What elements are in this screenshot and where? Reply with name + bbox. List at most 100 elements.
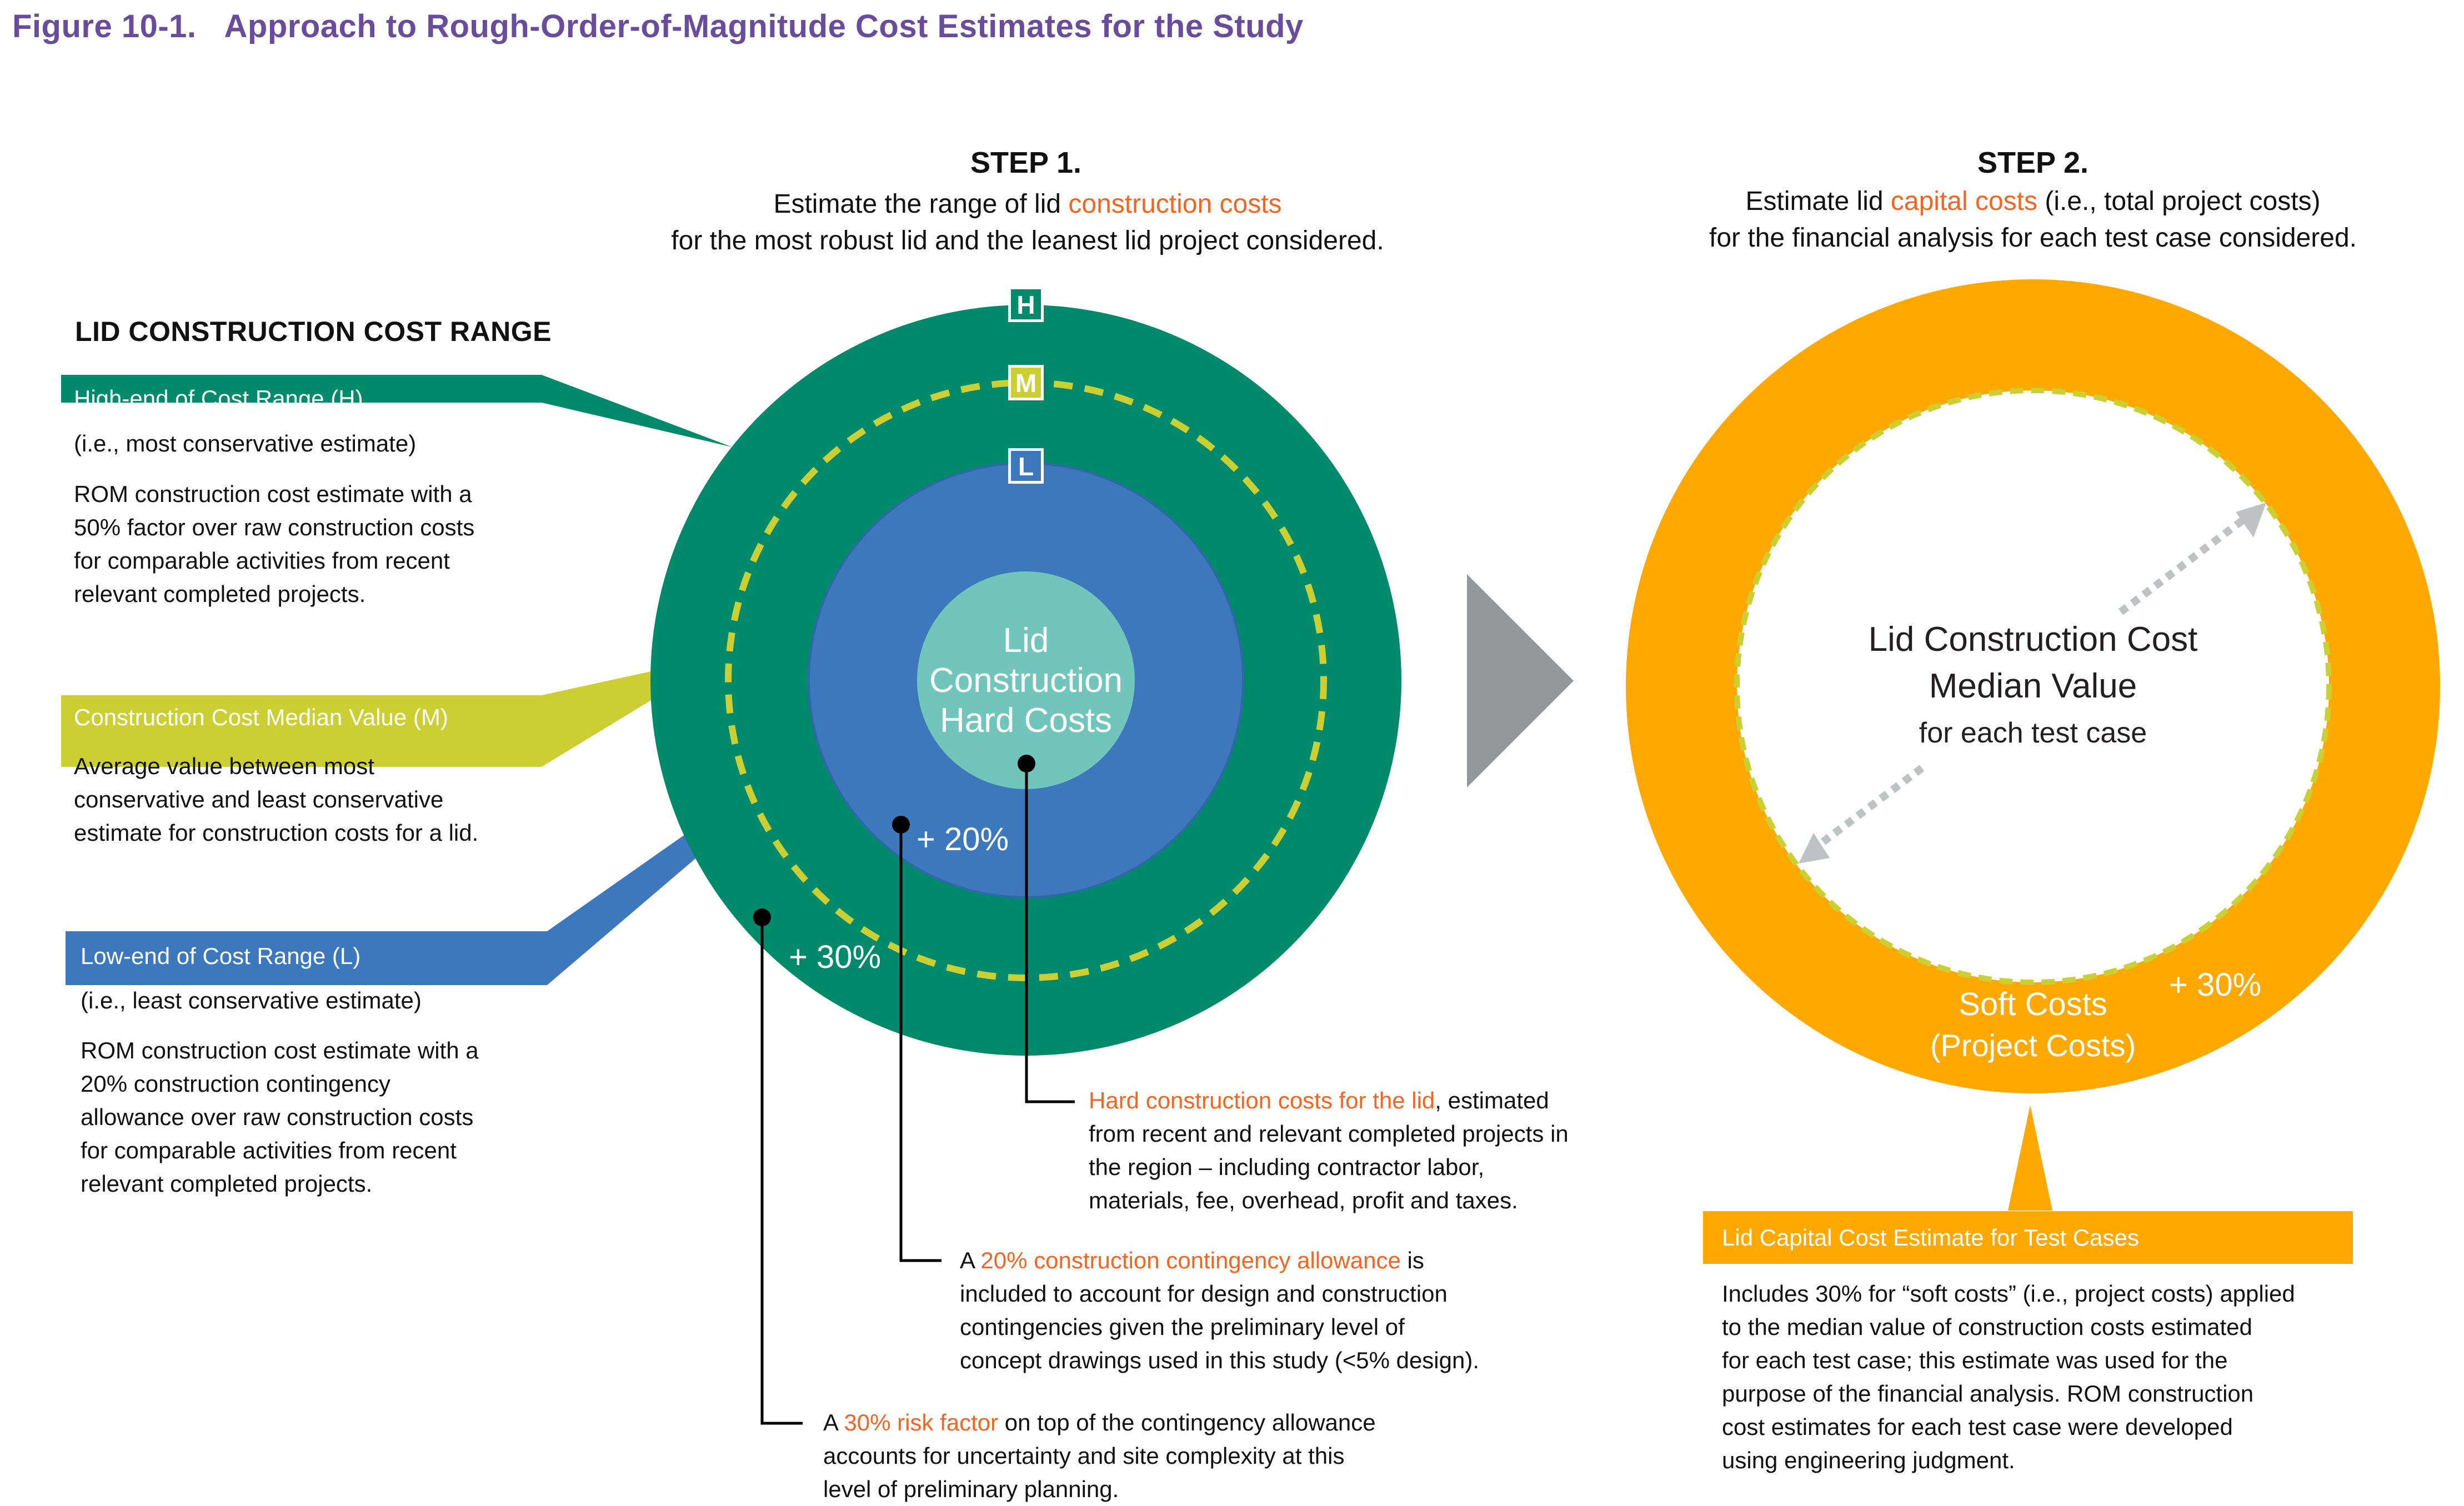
step1-line2: for the most robust lid and the leanest …	[671, 226, 1384, 255]
step1-highlight: construction costs	[1068, 189, 1282, 219]
low-callout-pointer	[66, 744, 817, 985]
hard-ann-line: materials, fee, overhead, profit and tax…	[1089, 1187, 1518, 1213]
contingency-ann-line: contingencies given the preliminary leve…	[960, 1314, 1405, 1340]
step1-line1-text: Estimate the range of lid	[773, 189, 1069, 219]
hard-ann-text: , estimated	[1435, 1087, 1549, 1113]
low-range-label: Low-end of Cost Range (L)	[81, 943, 361, 969]
median-value-subtitle: for each test case	[1919, 717, 2147, 749]
low-desc-line: relevant completed projects.	[81, 1171, 373, 1197]
median-range-description: Average value between most conservative …	[74, 750, 478, 850]
diameter-arrow-lower	[1814, 765, 1925, 850]
low-range-subtitle: (i.e., least conservative estimate)	[81, 987, 422, 1013]
contingency-pct-label: + 20%	[917, 821, 1009, 857]
median-value-title-line: Median Value	[1929, 667, 2137, 705]
median-desc-line: conservative and least conservative	[74, 786, 444, 812]
risk-ann-line: level of preliminary planning.	[823, 1476, 1119, 1502]
risk-ann-suffix: on top of the contingency allowance	[998, 1409, 1376, 1435]
capital-estimate-description: Includes 30% for “soft costs” (i.e., pro…	[1722, 1277, 2295, 1477]
risk-ann-prefix: A	[823, 1409, 844, 1435]
hard-ann-line: from recent and relevant completed proje…	[1089, 1121, 1569, 1147]
step2-line1-text: Estimate lid	[1745, 187, 1891, 216]
risk-pct-label: + 30%	[789, 939, 882, 975]
high-badge: H	[1008, 287, 1044, 322]
risk-leader-dot	[753, 908, 771, 926]
contingency-ann-line: included to account for design and const…	[960, 1281, 1448, 1307]
high-desc-line: ROM construction cost estimate with a	[74, 481, 472, 507]
step2-heading: STEP 2.	[1977, 146, 2089, 179]
hard-ann-line: Hard construction costs for the lid, est…	[1089, 1084, 1569, 1117]
median-desc-line: estimate for construction costs for a li…	[74, 820, 479, 846]
hard-cost-annotation: Hard construction costs for the lid, est…	[1089, 1084, 1569, 1217]
risk-ann-highlight: 30% risk factor	[844, 1409, 999, 1435]
low-range-description: ROM construction cost estimate with a 20…	[81, 1034, 479, 1201]
high-desc-line: 50% factor over raw construction costs	[74, 514, 475, 540]
figure-caption: Approach to Rough-Order-of-Magnitude Cos…	[224, 8, 1304, 44]
capital-estimate-label: Lid Capital Cost Estimate for Test Cases	[1722, 1224, 2139, 1251]
risk-annotation: A 30% risk factor on top of the continge…	[823, 1406, 1376, 1506]
contingency-ann-line: concept drawings used in this study (<5%…	[960, 1347, 1480, 1373]
capital-desc-line: purpose of the financial analysis. ROM c…	[1722, 1380, 2254, 1407]
step2-line1: Estimate lid capital costs (i.e., total …	[1561, 183, 2464, 220]
diameter-arrowhead-lower-icon	[1799, 833, 1830, 864]
hard-cost-leader	[1025, 764, 1075, 1103]
median-value-circle	[1737, 390, 2329, 982]
contingency-ann-highlight: 20% construction contingency allowance	[980, 1247, 1401, 1273]
low-desc-line: allowance over raw construction costs	[81, 1104, 474, 1130]
contingency-ann-suffix: is	[1400, 1247, 1424, 1273]
step2-highlight: capital costs	[1890, 187, 2038, 216]
risk-ann-line: A 30% risk factor on top of the continge…	[823, 1406, 1376, 1439]
contingency-leader-dot	[892, 816, 910, 834]
figure-number: Figure 10-1.	[12, 8, 197, 44]
high-callout-pointer	[61, 375, 732, 447]
next-step-arrow	[1467, 574, 1574, 787]
median-value-dashed-outline	[1734, 388, 2332, 985]
contingency-ann-line: A 20% construction contingency allowance…	[960, 1244, 1479, 1277]
median-value-title-line: Lid Construction Cost	[1868, 620, 2198, 659]
capital-callout-pointer	[2008, 1105, 2052, 1211]
median-range-label: Construction Cost Median Value (M)	[74, 704, 448, 730]
soft-costs-sublabel: (Project Costs)	[1930, 1028, 2136, 1063]
hard-cost-circle	[917, 571, 1135, 789]
median-badge: M	[1008, 365, 1044, 400]
soft-cost-pct-label: + 30%	[2169, 967, 2262, 1003]
capital-desc-line: using engineering judgment.	[1722, 1447, 2015, 1473]
low-desc-line: ROM construction cost estimate with a	[81, 1037, 479, 1063]
hard-costs-line: Hard Costs	[939, 701, 1113, 740]
step2-line1-suffix: (i.e., total project costs)	[2037, 187, 2321, 216]
risk-ann-line: accounts for uncertainty and site comple…	[823, 1443, 1345, 1469]
contingency-annotation: A 20% construction contingency allowance…	[960, 1244, 1479, 1377]
hard-costs-line: Lid	[1003, 621, 1049, 660]
capital-desc-line: for each test case; this estimate was us…	[1722, 1347, 2228, 1373]
high-desc-line: relevant completed projects.	[74, 581, 366, 607]
step2-description: Estimate lid capital costs (i.e., total …	[1561, 183, 2464, 257]
median-desc-line: Average value between most	[74, 753, 374, 779]
step1-description: Estimate the range of lid construction c…	[555, 186, 1500, 259]
diameter-arrow-upper	[2118, 516, 2247, 615]
high-range-subtitle: (i.e., most conservative estimate)	[74, 430, 417, 456]
high-range-description: ROM construction cost estimate with a 50…	[74, 478, 474, 611]
capital-desc-line: to the median value of construction cost…	[1722, 1314, 2252, 1340]
low-desc-line: for comparable activities from recent	[81, 1137, 457, 1163]
contingency-leader	[899, 825, 941, 1262]
range-panel-title: LID CONSTRUCTION COST RANGE	[75, 316, 552, 347]
contingency-ann-prefix: A	[960, 1247, 981, 1273]
figure-title: Figure 10-1. Approach to Rough-Order-of-M…	[12, 8, 1304, 45]
step2-line2: for the financial analysis for each test…	[1709, 223, 2357, 253]
low-desc-line: 20% construction contingency	[81, 1071, 390, 1097]
soft-costs-label: Soft Costs	[1959, 986, 2107, 1022]
step1-line1: Estimate the range of lid construction c…	[555, 186, 1500, 223]
hard-ann-highlight: Hard construction costs for the lid	[1089, 1087, 1435, 1113]
risk-leader	[760, 917, 803, 1425]
capital-desc-line: Includes 30% for “soft costs” (i.e., pro…	[1722, 1281, 2295, 1307]
median-value-title: Lid Construction Cost Median Value	[1811, 616, 2255, 710]
high-range-label: High-end of Cost Range (H)	[74, 385, 363, 411]
capital-label-bar	[1703, 1211, 2353, 1264]
median-callout-pointer	[61, 655, 725, 767]
hard-cost-leader-dot	[1018, 755, 1035, 772]
low-badge: L	[1008, 448, 1044, 484]
step1-heading: STEP 1.	[970, 146, 1082, 179]
hard-costs-label: Lid Construction Hard Costs	[915, 621, 1137, 741]
high-desc-line: for comparable activities from recent	[74, 548, 450, 574]
diameter-arrowhead-upper-icon	[2236, 503, 2266, 538]
